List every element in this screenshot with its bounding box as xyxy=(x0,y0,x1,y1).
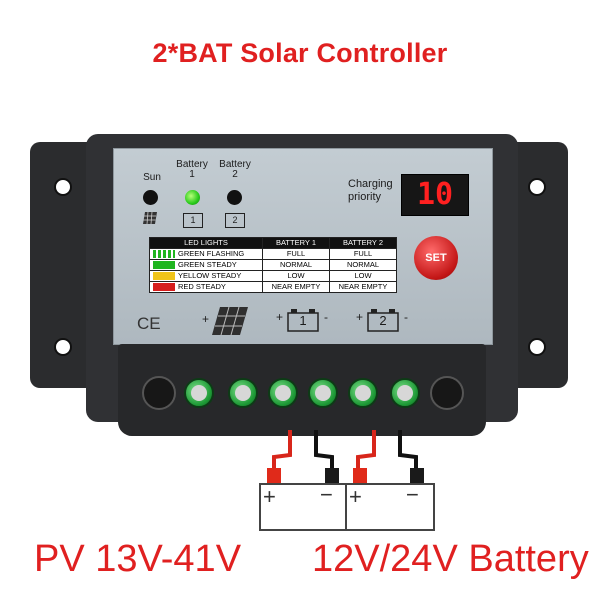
battery2-icon: 2 xyxy=(225,213,245,228)
battery2-status: NORMAL xyxy=(329,259,397,271)
battery2-status: NEAR EMPTY xyxy=(329,281,397,293)
led-name: YELLOW STEADY xyxy=(178,271,242,280)
battery-2 xyxy=(345,483,435,531)
battery1-terminal-number: 1 xyxy=(299,313,307,328)
charging-priority-label: Charging priority xyxy=(348,178,393,203)
battery1-status: LOW xyxy=(262,270,330,282)
terminal-screw[interactable] xyxy=(308,378,338,408)
led-cell: RED STEADY xyxy=(149,281,263,293)
battery-2-positive-post xyxy=(353,468,367,483)
battery1-terminal-icon: + - xyxy=(276,309,328,332)
terminal-block xyxy=(118,344,486,436)
mount-screw-left xyxy=(142,376,176,410)
solar-panel-icon xyxy=(143,211,157,225)
minus-icon: − xyxy=(406,482,419,507)
svg-text:+: + xyxy=(276,310,283,324)
led-cell: GREEN FLASHING xyxy=(149,248,263,260)
battery1-label: Battery 1 xyxy=(176,159,208,180)
battery-2-negative-post xyxy=(410,468,424,483)
battery1-status: FULL xyxy=(262,248,330,260)
led-name: GREEN STEADY xyxy=(178,260,237,269)
sun-led xyxy=(143,190,158,205)
table-row: YELLOW STEADY LOW LOW xyxy=(149,270,397,282)
battery1-icon: 1 xyxy=(183,213,203,228)
battery2-terminal-icon: + - xyxy=(356,309,408,332)
battery2-label: Battery 2 xyxy=(219,159,251,180)
battery2-led xyxy=(227,190,242,205)
terminal-screw[interactable] xyxy=(390,378,420,408)
red-steady-swatch xyxy=(153,283,175,292)
battery2-terminal-number: 2 xyxy=(379,313,387,328)
solar-panel-input-icon: + xyxy=(202,306,248,336)
battery-voltage-label: 12V/24V Battery xyxy=(312,538,589,580)
svg-text:+: + xyxy=(202,312,209,326)
battery-1-negative-post xyxy=(325,468,339,483)
led-cell: GREEN STEADY xyxy=(149,259,263,271)
battery-1 xyxy=(259,483,349,531)
battery1-icon-number: 1 xyxy=(190,215,196,225)
battery1-status: NEAR EMPTY xyxy=(262,281,330,293)
terminal-screw[interactable] xyxy=(184,378,214,408)
terminal-screw[interactable] xyxy=(268,378,298,408)
header-battery1: BATTERY 1 xyxy=(262,237,330,249)
battery2-status: LOW xyxy=(329,270,397,282)
sun-label: Sun xyxy=(143,172,161,183)
header-led-lights: LED LIGHTS xyxy=(149,237,263,249)
page-title: 2*BAT Solar Controller xyxy=(152,38,448,68)
mount-screw-right xyxy=(430,376,464,410)
yellow-steady-swatch xyxy=(153,272,175,281)
battery1-status: NORMAL xyxy=(262,259,330,271)
led-status-table: LED LIGHTS BATTERY 1 BATTERY 2 GREEN FLA… xyxy=(149,237,397,293)
header-battery2: BATTERY 2 xyxy=(329,237,397,249)
green-flashing-swatch xyxy=(153,250,175,259)
svg-text:+: + xyxy=(356,310,363,324)
battery-1-positive-post xyxy=(267,468,281,483)
battery2-status: FULL xyxy=(329,248,397,260)
mount-hole xyxy=(528,338,546,356)
table-row: RED STEADY NEAR EMPTY NEAR EMPTY xyxy=(149,281,397,293)
minus-icon: − xyxy=(320,482,333,507)
terminal-screw[interactable] xyxy=(348,378,378,408)
ce-mark: CE xyxy=(137,314,161,333)
svg-text:-: - xyxy=(324,310,328,324)
led-name: RED STEADY xyxy=(178,282,226,291)
table-row: GREEN STEADY NORMAL NORMAL xyxy=(149,259,397,271)
terminal-screw[interactable] xyxy=(228,378,258,408)
priority-display: 10 xyxy=(401,174,469,216)
led-cell: YELLOW STEADY xyxy=(149,270,263,282)
led-name: GREEN FLASHING xyxy=(178,249,245,258)
plus-icon: + xyxy=(349,484,362,509)
led-table-header: LED LIGHTS BATTERY 1 BATTERY 2 xyxy=(149,237,397,249)
table-row: GREEN FLASHING FULL FULL xyxy=(149,248,397,260)
green-steady-swatch xyxy=(153,261,175,270)
mount-hole xyxy=(54,338,72,356)
plus-icon: + xyxy=(263,484,276,509)
battery-wires xyxy=(272,430,418,470)
svg-text:-: - xyxy=(404,310,408,324)
battery1-led xyxy=(185,190,200,205)
mount-hole xyxy=(54,178,72,196)
battery2-icon-number: 2 xyxy=(232,215,238,225)
mount-hole xyxy=(528,178,546,196)
set-button[interactable]: SET xyxy=(414,236,458,280)
pv-voltage-label: PV 13V-41V xyxy=(34,538,242,580)
